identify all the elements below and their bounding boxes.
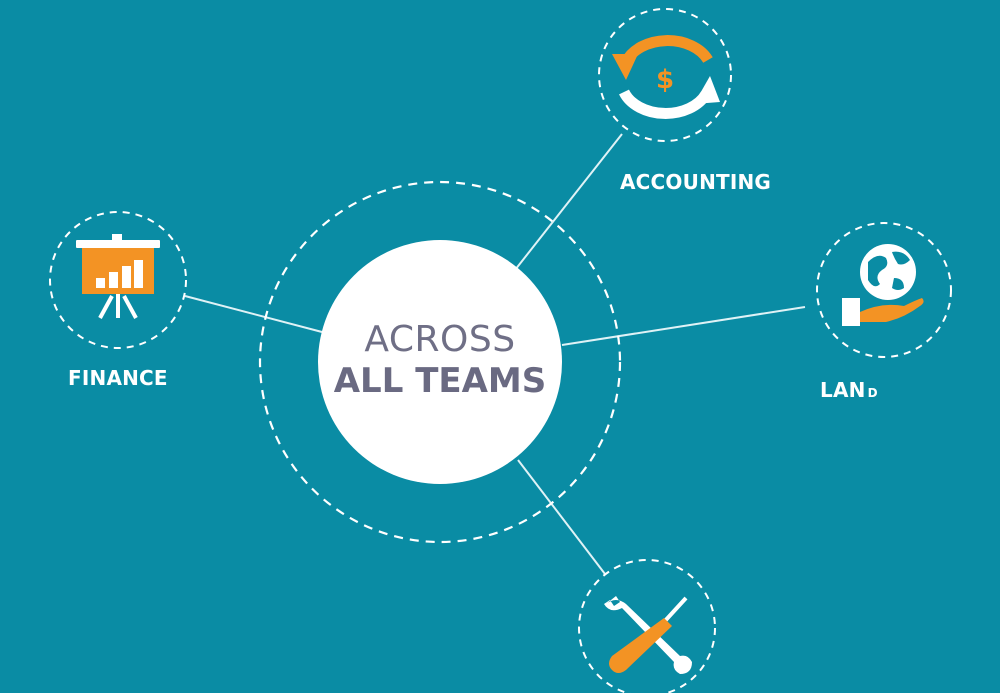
connector-accounting: [514, 133, 623, 271]
svg-text:$: $: [656, 65, 674, 95]
outer-dashed-ring: [258, 180, 622, 544]
dollar-cycle-icon: $: [612, 35, 720, 119]
center-label-line1: ACROSS: [364, 319, 516, 360]
center-arc-accent: [359, 457, 431, 489]
node-label-land-main: LAN: [820, 378, 866, 402]
node-ring-land: [816, 222, 952, 358]
center-circle: [318, 240, 562, 484]
node-label-land-small: D: [867, 386, 878, 400]
center-label: ACROSS ALL TEAMS: [320, 320, 560, 402]
wrench-screwdriver-icon: [604, 596, 692, 674]
node-ring-accounting: [598, 8, 732, 142]
globe-in-hand-icon: [842, 244, 924, 326]
node-ring-tools: [578, 559, 716, 693]
presentation-chart-icon: [76, 234, 160, 319]
connector-lines: [184, 133, 806, 575]
node-label-accounting: ACCOUNTING: [620, 170, 772, 194]
connector-finance: [184, 295, 323, 333]
center-label-line2: ALL TEAMS: [333, 361, 547, 401]
connector-land: [561, 306, 806, 346]
node-ring-finance: [49, 211, 187, 349]
node-label-finance: FINANCE: [68, 366, 168, 390]
connector-tools: [517, 459, 606, 575]
